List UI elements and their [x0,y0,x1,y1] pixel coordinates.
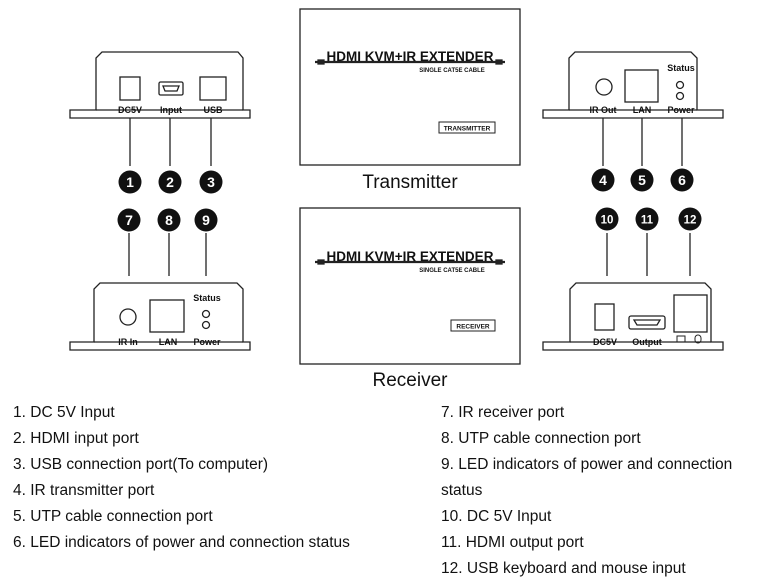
receiver-subtitle: SINGLE CAT5E CABLE [419,268,485,274]
legend-right-column: 7IR receiver port 8UTP cable connection … [441,400,771,582]
port-label: USB [203,105,223,115]
marker-4: 4 [591,168,615,192]
lan-port [624,69,659,103]
hdmi-input-port [158,81,184,96]
receiver-caption: Receiver [373,370,449,391]
marker-6: 6 [670,168,694,192]
legend-item: 12USB keyboard and mouse input [441,556,771,582]
marker-10: 10 [595,207,619,231]
svg-text:2: 2 [166,174,174,190]
port-label: LAN [633,105,652,115]
port-label: LAN [159,337,178,347]
legend-item: 5UTP cable connection port [13,504,393,530]
svg-text:11: 11 [641,215,654,227]
port-label: Output [632,337,662,347]
ir-in-port [119,308,137,326]
transmitter-left-panel [69,51,251,166]
transmitter-right-panel [542,51,724,166]
svg-text:9: 9 [202,212,210,228]
dc5v-port [119,76,141,101]
marker-7: 7 [117,208,141,232]
led-indicator [201,320,211,330]
svg-text:5: 5 [638,172,646,188]
svg-text:6: 6 [678,172,686,188]
svg-text:4: 4 [599,172,607,188]
transmitter-box [299,8,521,166]
port-label: IR In [118,337,138,347]
hdmi-output-port [628,315,666,330]
lan-port [149,299,185,333]
svg-text:10: 10 [601,215,614,227]
led-indicator [675,80,685,90]
dc5v-port [594,303,615,331]
legend-item: 1DC 5V Input [13,400,393,426]
status-label: Status [193,293,221,303]
legend-item: 11HDMI output port [441,530,771,556]
marker-5: 5 [630,168,654,192]
legend-item: 3USB connection port(To computer) [13,452,393,478]
svg-text:12: 12 [684,215,697,227]
receiver-box [299,207,521,365]
legend-item: 7IR receiver port [441,400,771,426]
receiver-right-panel [542,233,724,351]
transmitter-badge: TRANSMITTER [444,126,491,133]
transmitter-subtitle: SINGLE CAT5E CABLE [419,68,485,74]
transmitter-caption: Transmitter [362,172,458,193]
legend-item: 2HDMI input port [13,426,393,452]
port-label: DC5V [593,337,617,347]
marker-1: 1 [118,170,142,194]
port-label: Power [193,337,221,347]
receiver-left-panel [69,233,251,351]
mouse-icon [694,334,702,344]
legend-item: 9LED indicators of power and connection … [441,452,771,504]
keyboard-icon [676,335,686,343]
legend-item: 10DC 5V Input [441,504,771,530]
svg-text:8: 8 [165,212,173,228]
marker-9: 9 [194,208,218,232]
usb-keyboard-mouse-port [673,294,708,333]
svg-text:3: 3 [207,174,215,190]
transmitter-product-name: HDMI KVM+IR EXTENDER [327,49,494,64]
legend-item: 4IR transmitter port [13,478,393,504]
receiver-badge: RECEIVER [456,324,490,331]
port-label: Power [667,105,695,115]
marker-8: 8 [157,208,181,232]
legend-item: 8UTP cable connection port [441,426,771,452]
port-label: DC5V [118,105,142,115]
ir-out-port [595,78,613,96]
led-indicator [201,309,211,319]
legend-item: 6LED indicators of power and connection … [13,530,353,556]
legend-left-column: 1DC 5V Input 2HDMI input port 3USB conne… [13,400,393,556]
marker-12: 12 [678,207,702,231]
receiver-product-name: HDMI KVM+IR EXTENDER [327,249,494,264]
svg-text:7: 7 [125,212,133,228]
port-label: Input [160,105,182,115]
svg-text:1: 1 [126,174,134,190]
marker-3: 3 [199,170,223,194]
marker-2: 2 [158,170,182,194]
led-indicator [675,91,685,101]
usb-port [199,76,227,101]
connection-diagram: HDMI KVM+IR EXTENDER SINGLE CAT5E CABLE … [69,8,724,391]
port-label: IR Out [590,105,617,115]
marker-11: 11 [635,207,659,231]
status-label: Status [667,63,695,73]
